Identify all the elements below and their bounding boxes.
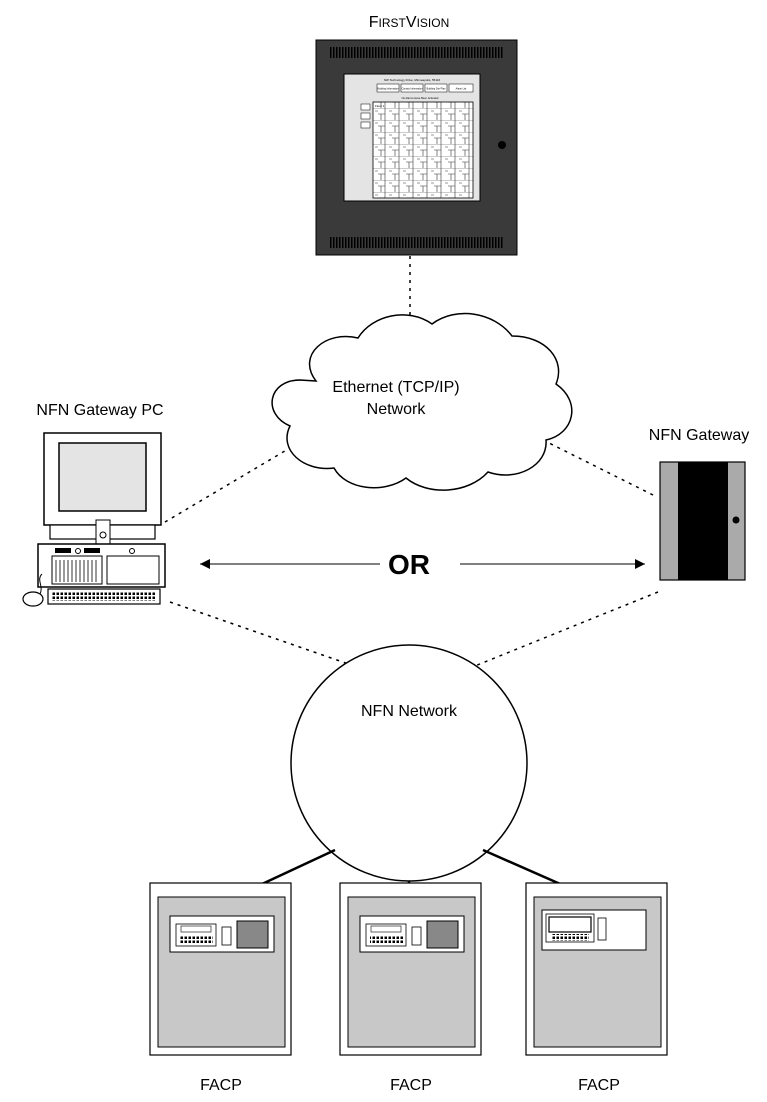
ethernet-label-line2: Network bbox=[367, 401, 427, 418]
pc-tower-button bbox=[75, 548, 81, 554]
link-gateway-ethernet bbox=[542, 439, 656, 497]
facp-display bbox=[548, 916, 592, 933]
firstvision-panel: FIRSTVISION NW Technology Drive, Minneap… bbox=[315, 14, 518, 256]
facp-indicator bbox=[411, 926, 422, 946]
pc-mouse-cable bbox=[39, 573, 43, 595]
screen-button-building-info[interactable] bbox=[376, 83, 400, 93]
screen-button-label: Contact Information bbox=[402, 88, 424, 91]
pc-front-panel bbox=[51, 555, 103, 585]
facp-keypad-keys bbox=[551, 934, 589, 941]
screen-floor-label: Floor 1 bbox=[375, 104, 385, 108]
firstvision-door-latch bbox=[498, 141, 506, 149]
pc-mouse bbox=[22, 591, 44, 607]
pc-front-grille bbox=[55, 560, 97, 582]
or-label: OR bbox=[388, 549, 430, 580]
screen-side-controls bbox=[360, 103, 371, 129]
pc-power-icon bbox=[99, 531, 107, 539]
gateway-pc: NFN Gateway PC bbox=[22, 402, 166, 607]
facp-label: FACP bbox=[200, 1077, 242, 1094]
facp-module bbox=[236, 920, 269, 949]
pc-drive-bay bbox=[84, 548, 100, 553]
screen-button-label: Building Site Plan bbox=[427, 88, 446, 91]
screen-title: NW Technology Drive, Minneapolis, 55116 bbox=[384, 78, 441, 82]
dotted-connections bbox=[164, 256, 659, 669]
screen-button-contact-info[interactable] bbox=[400, 83, 424, 93]
facp-indicator bbox=[597, 917, 607, 941]
ethernet-label-line1: Ethernet (TCP/IP) bbox=[332, 379, 459, 396]
ethernet-cloud: Ethernet (TCP/IP) Network bbox=[271, 312, 573, 491]
firstvision-bottom-vent bbox=[330, 237, 503, 248]
facp-module bbox=[426, 920, 459, 949]
pc-side-panel bbox=[106, 555, 160, 585]
screen-button-label: Building Information bbox=[377, 88, 399, 91]
facp-label: FACP bbox=[578, 1077, 620, 1094]
facp-display bbox=[180, 925, 212, 933]
facp-keypad-keys bbox=[180, 935, 213, 943]
or-indicator: OR bbox=[200, 549, 645, 580]
screen-side-button[interactable] bbox=[360, 112, 371, 120]
cloud-shape bbox=[271, 312, 573, 491]
pc-keyboard-keys bbox=[52, 592, 156, 601]
screen-button-site-plan[interactable] bbox=[424, 83, 448, 93]
screen-button-label: Alarm List bbox=[456, 88, 467, 91]
firstvision-top-vent bbox=[330, 47, 503, 58]
firstvision-label: FIRSTVISION bbox=[369, 14, 449, 31]
nfn-network: NFN Network bbox=[290, 644, 528, 882]
screen-buttons: Building Information Contact Information… bbox=[376, 83, 474, 93]
gateway-label: NFN Gateway bbox=[649, 427, 749, 444]
screen-status: No Alarms Have Been Activated bbox=[402, 96, 439, 100]
gateway-pc-label: NFN Gateway PC bbox=[36, 402, 163, 419]
facp-panel: FACP bbox=[525, 882, 668, 1094]
facp-panel: FACP bbox=[339, 882, 482, 1094]
gateway-center-panel bbox=[678, 462, 728, 580]
screen-button-alarm-list[interactable] bbox=[448, 83, 474, 93]
facp-keypad-keys bbox=[370, 935, 403, 943]
nfn-network-circle bbox=[290, 644, 528, 882]
pc-monitor-screen bbox=[58, 442, 147, 512]
facp-panel: FACP bbox=[149, 882, 292, 1094]
facp-label: FACP bbox=[390, 1077, 432, 1094]
screen-floor-plan bbox=[372, 101, 474, 199]
screen-side-button[interactable] bbox=[360, 121, 371, 129]
facp-indicator bbox=[221, 926, 232, 946]
link-gatewaypc-nfn bbox=[169, 601, 361, 669]
gateway-latch bbox=[732, 516, 740, 524]
nfn-network-label: NFN Network bbox=[361, 703, 458, 720]
link-gateway-nfn bbox=[469, 591, 659, 669]
pc-tower-button bbox=[129, 548, 135, 554]
screen-side-button[interactable] bbox=[360, 103, 371, 111]
link-gatewaypc-ethernet bbox=[164, 441, 301, 523]
facp-display bbox=[370, 925, 402, 933]
nfn-gateway: NFN Gateway bbox=[649, 427, 749, 581]
pc-drive-bay bbox=[55, 548, 71, 553]
